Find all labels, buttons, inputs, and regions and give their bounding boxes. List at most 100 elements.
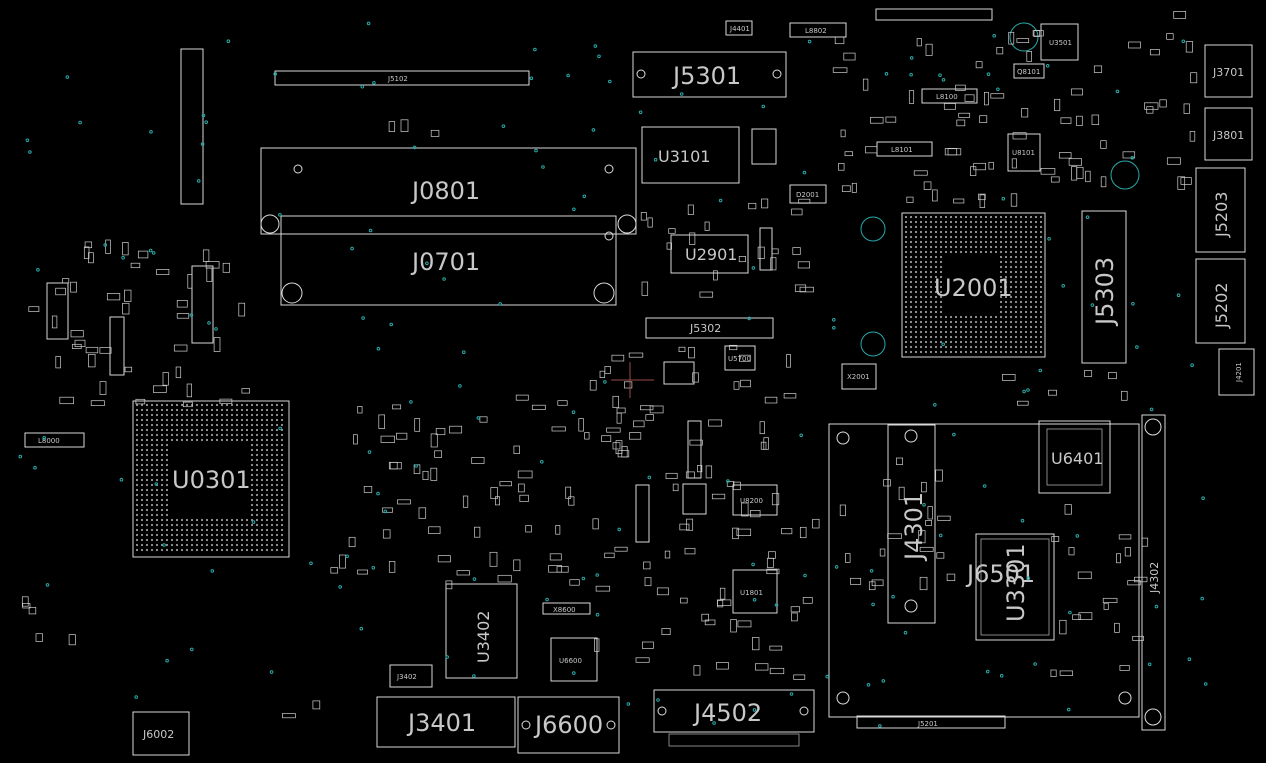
bga-ball	[190, 428, 194, 432]
bga-ball	[165, 433, 169, 437]
connector-j5102[interactable]: J5102	[274, 70, 530, 86]
connector-j4401[interactable]: J4401	[725, 20, 753, 36]
bga-ball	[280, 443, 284, 447]
bga-u3301[interactable]: U3301	[975, 533, 1055, 641]
chip-u3300[interactable]	[191, 265, 214, 344]
passive-component	[122, 302, 130, 315]
chip-u6600[interactable]: U6600	[550, 637, 598, 682]
passive-component	[794, 284, 807, 292]
label-u8200: U8200	[740, 497, 763, 505]
bga-ball	[275, 423, 279, 427]
bga-ball	[989, 230, 993, 234]
chip-u3402[interactable]: U3402	[445, 583, 518, 679]
bga-ball	[245, 433, 249, 437]
inductor-l8000[interactable]: L8000	[24, 432, 85, 448]
bga-ball	[1019, 310, 1023, 314]
bga-ball	[225, 543, 229, 547]
bga-ball	[250, 488, 254, 492]
passive-component	[640, 405, 654, 411]
bga-ball	[1034, 220, 1038, 224]
connector-j5201[interactable]: J5201	[856, 715, 1006, 729]
bga-ball	[1034, 215, 1038, 219]
connector-j6600[interactable]: J6600	[517, 696, 620, 754]
bga-ball	[999, 225, 1003, 229]
chip-u6900[interactable]	[682, 483, 707, 515]
chip-u5001[interactable]	[46, 282, 69, 340]
connector-j4302[interactable]: J4302	[1141, 414, 1166, 731]
bga-ball	[944, 250, 948, 254]
bga-ball	[270, 538, 274, 542]
crystal-x8600[interactable]: X8600	[542, 602, 591, 615]
connector-j3402[interactable]: J3402	[389, 664, 433, 688]
bga-ball	[964, 215, 968, 219]
bga-ball	[904, 330, 908, 334]
bga-ball	[155, 478, 159, 482]
connector-j5303[interactable]: J5303	[1081, 210, 1127, 364]
bga-ball	[944, 315, 948, 319]
bga-ball	[270, 413, 274, 417]
bga-ball	[909, 325, 913, 329]
crystal-x2001[interactable]: X2001	[841, 363, 877, 390]
bga-ball	[190, 543, 194, 547]
inductor-l8201[interactable]	[635, 484, 650, 543]
bga-ball	[210, 433, 214, 437]
label-u3301: U3301	[1002, 543, 1030, 622]
via	[603, 380, 607, 384]
connector-j6501[interactable]: J6501	[828, 423, 1140, 718]
connector-j4201[interactable]: J4201	[1218, 348, 1255, 396]
bga-ball	[939, 350, 943, 354]
bga-ball	[974, 315, 978, 319]
bga-ball	[150, 408, 154, 412]
inductor-l8100[interactable]: L8100	[921, 88, 978, 104]
via	[476, 416, 481, 420]
bga-ball	[205, 403, 209, 407]
inductor-l8001[interactable]	[109, 316, 125, 376]
bga-ball	[934, 215, 938, 219]
vertical-header-left[interactable]	[180, 48, 204, 205]
crystal-x3001[interactable]	[751, 128, 777, 165]
bga-ball	[265, 473, 269, 477]
connector-j3701[interactable]: J3701	[1204, 44, 1253, 98]
chip-u3101[interactable]: U3101	[641, 126, 740, 184]
via	[498, 302, 503, 306]
bga-ball	[939, 245, 943, 249]
chip-u2901[interactable]: U2901	[670, 234, 749, 274]
via	[389, 322, 394, 327]
connector-j3401[interactable]: J3401	[376, 696, 516, 748]
chip-u3501[interactable]: U3501	[1040, 23, 1079, 61]
bga-ball	[200, 433, 204, 437]
bga-ball	[150, 443, 154, 447]
connector-j5302[interactable]: J5302	[645, 317, 774, 339]
passive-component	[730, 619, 737, 633]
transistor-q8101[interactable]: Q8101	[1013, 63, 1045, 79]
connector-j5202[interactable]: J5202	[1195, 258, 1246, 344]
connector-j5301[interactable]: J5301	[632, 51, 787, 98]
top-header[interactable]	[875, 8, 993, 21]
bga-ball	[220, 413, 224, 417]
bga-ball	[195, 413, 199, 417]
connector-j6002[interactable]: J6002	[132, 711, 190, 756]
bga-ball	[914, 350, 918, 354]
connector-j5203[interactable]: J5203	[1195, 167, 1246, 253]
bga-u6401[interactable]: U6401	[1038, 420, 1111, 494]
bga-u0301[interactable]: U0301	[132, 400, 290, 558]
bga-ball	[200, 528, 204, 532]
bga-ball	[140, 438, 144, 442]
connector-j4502[interactable]: J4502	[653, 689, 815, 747]
connector-j0801[interactable]: J0801	[260, 147, 637, 235]
bga-ball	[140, 548, 144, 552]
bga-ball	[150, 428, 154, 432]
bga-u2001[interactable]: U2001	[901, 212, 1046, 358]
connector-j3801[interactable]: J3801	[1204, 107, 1253, 161]
bga-ball	[984, 335, 988, 339]
bga-ball	[929, 300, 933, 304]
chip-u1801[interactable]: U1801	[732, 569, 778, 614]
connector-j0701[interactable]: J0701	[280, 215, 617, 306]
via	[761, 104, 766, 109]
inductor-l8802[interactable]: L8802	[789, 22, 847, 38]
passive-component	[513, 445, 520, 454]
chip-u8200[interactable]: U8200	[732, 484, 778, 516]
bga-ball	[1024, 245, 1028, 249]
chip-u8101[interactable]: U8101	[1007, 133, 1041, 172]
bga-ball	[924, 295, 928, 299]
